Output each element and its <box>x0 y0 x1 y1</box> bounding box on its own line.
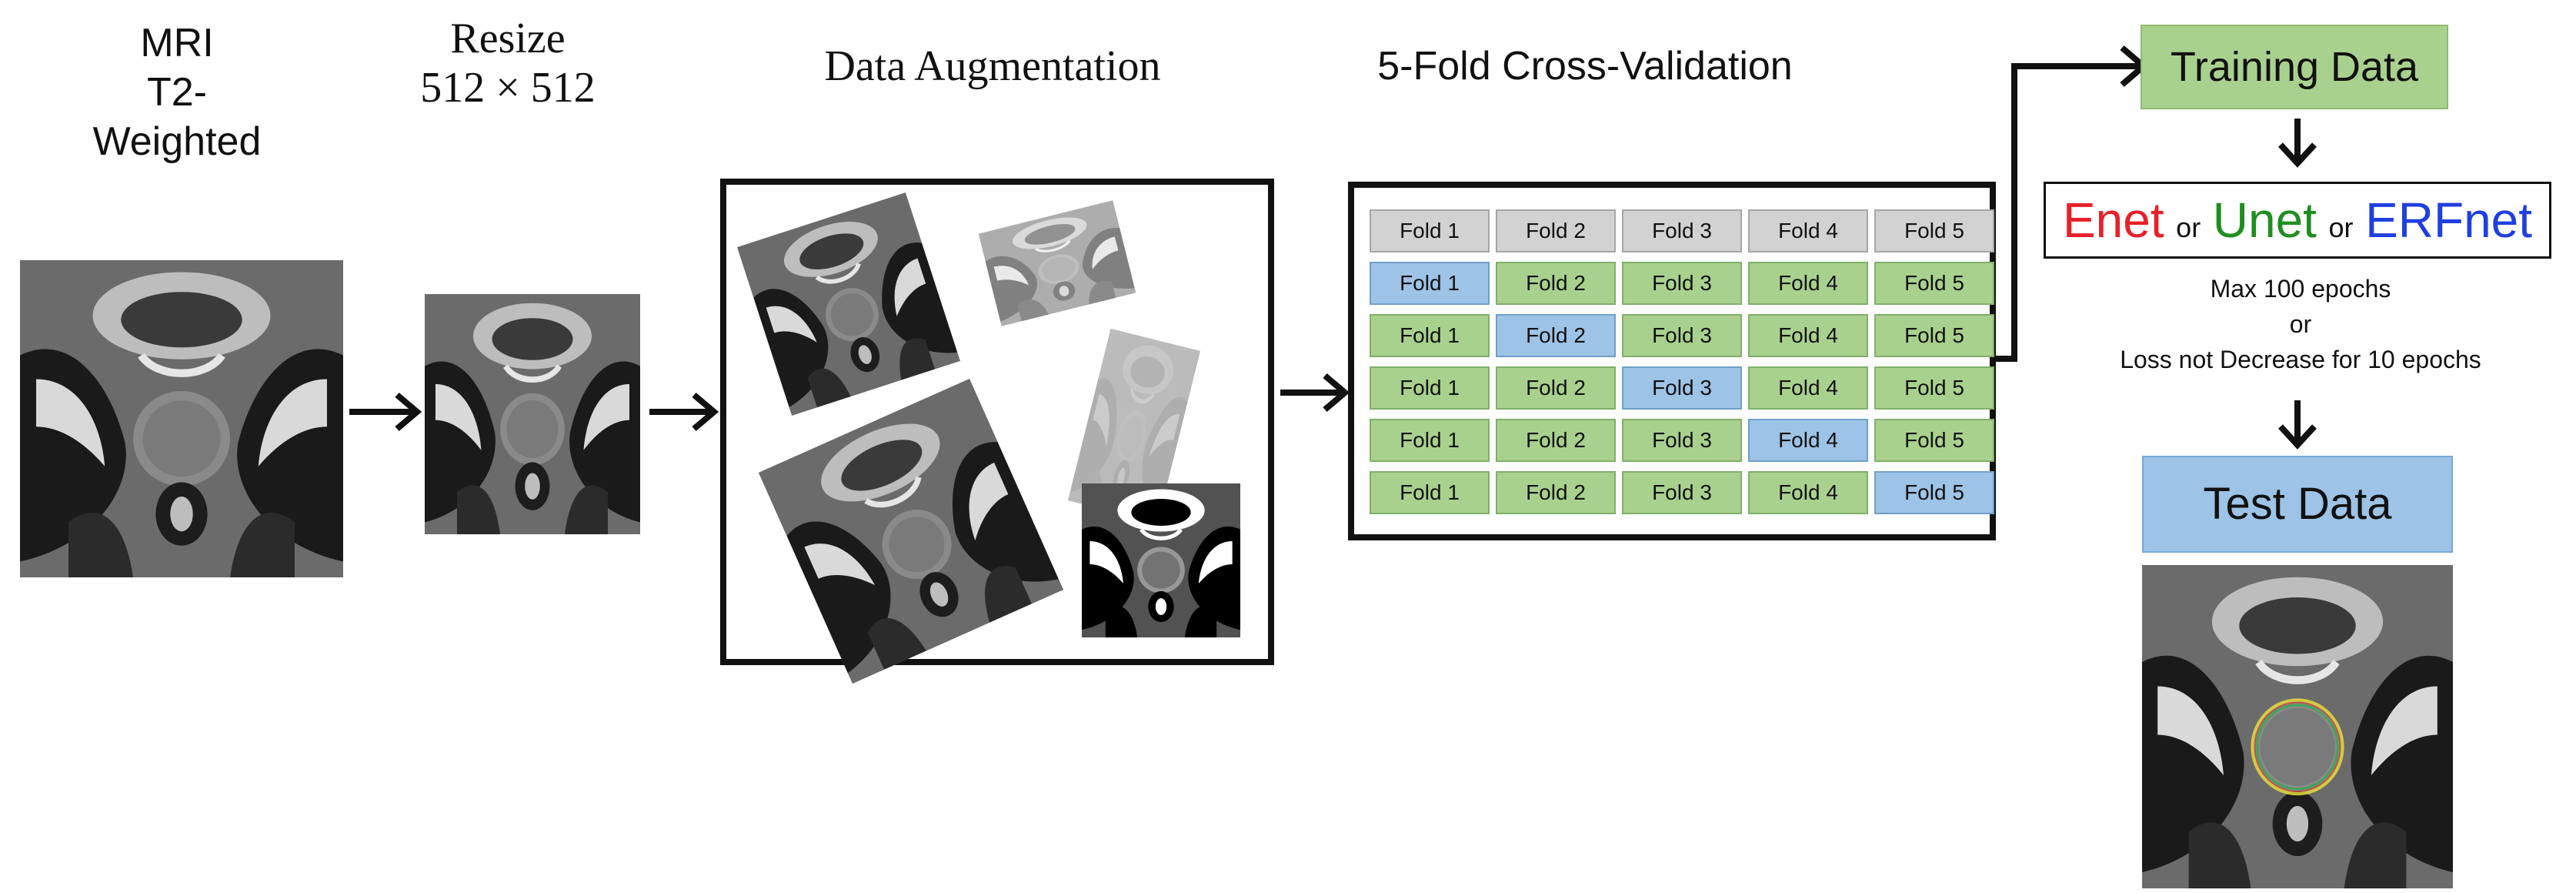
model-unet: Unet <box>2212 192 2317 248</box>
fold-training-cell: Fold 3 <box>1622 314 1742 357</box>
model-or: or <box>2328 212 2354 243</box>
fold-validation-cell: Fold 5 <box>1874 471 1994 514</box>
fold-training-cell: Fold 2 <box>1496 366 1616 410</box>
test-data-box: Test Data <box>2142 456 2453 553</box>
augmented-brightness-image <box>978 200 1136 326</box>
fold-training-cell: Fold 1 <box>1370 366 1490 410</box>
arrow-right-icon <box>649 392 719 432</box>
resized-mri-image <box>425 294 640 534</box>
fold-training-cell: Fold 3 <box>1622 471 1742 514</box>
fold-training-cell: Fold 2 <box>1496 419 1616 462</box>
fold-header-cell: Fold 3 <box>1622 209 1742 253</box>
augmented-scaled-image <box>758 378 1064 684</box>
fold-training-cell: Fold 1 <box>1370 419 1490 462</box>
stopping-criteria: Max 100 epochs or Loss not Decrease for … <box>2031 271 2570 377</box>
augmentation-frame <box>720 179 1274 684</box>
fold-training-cell: Fold 3 <box>1622 262 1742 305</box>
stopping-line3: Loss not Decrease for 10 epochs <box>2120 346 2481 373</box>
augmented-noise-image <box>1067 328 1201 523</box>
arrow-down-icon <box>2278 400 2317 450</box>
fold-header-cell: Fold 2 <box>1496 209 1616 253</box>
resize-title: Resize 512 × 512 <box>385 14 631 112</box>
augmented-contrast-image <box>1082 483 1240 637</box>
original-mri-image <box>20 260 343 577</box>
fold-training-cell: Fold 5 <box>1874 419 1994 462</box>
fold-training-cell: Fold 4 <box>1748 471 1868 514</box>
fold-validation-cell: Fold 1 <box>1370 262 1490 305</box>
cross-validation-title: 5-Fold Cross-Validation <box>1377 44 1793 89</box>
augmented-rotated-image <box>737 192 960 416</box>
segmentation-result-image <box>2142 565 2453 888</box>
fold-training-cell: Fold 5 <box>1874 314 1994 357</box>
model-erfnet: ERFnet <box>2365 192 2533 248</box>
arrow-right-icon <box>349 392 422 432</box>
arrow-down-icon <box>2278 119 2317 168</box>
fold-training-cell: Fold 5 <box>1874 366 1994 410</box>
fold-validation-cell: Fold 2 <box>1496 314 1616 357</box>
mri-title: MRI T2-Weighted <box>85 18 269 166</box>
fold-header-cell: Fold 1 <box>1370 209 1490 253</box>
resize-title-line1: Resize <box>450 15 566 62</box>
fold-validation-cell: Fold 3 <box>1622 366 1742 410</box>
stopping-line2: or <box>2289 310 2312 338</box>
fold-training-cell: Fold 4 <box>1748 262 1868 305</box>
training-data-box: Training Data <box>2141 25 2448 109</box>
augmentation-title: Data Augmentation <box>824 42 1161 90</box>
fold-training-cell: Fold 2 <box>1496 471 1616 514</box>
fold-training-cell: Fold 4 <box>1748 366 1868 410</box>
resize-title-line2: 512 × 512 <box>420 64 596 112</box>
models-box: Enet or Unet or ERFnet <box>2044 182 2551 259</box>
fold-validation-cell: Fold 4 <box>1748 419 1868 462</box>
fold-training-cell: Fold 5 <box>1874 262 1994 305</box>
fold-header-cell: Fold 4 <box>1748 209 1868 253</box>
model-or: or <box>2176 212 2201 243</box>
model-enet: Enet <box>2062 192 2164 248</box>
fold-training-cell: Fold 4 <box>1748 314 1868 357</box>
arrow-right-icon <box>1280 373 1350 413</box>
fold-header-cell: Fold 5 <box>1874 209 1994 253</box>
stopping-line1: Max 100 epochs <box>2210 275 2391 303</box>
fold-training-cell: Fold 1 <box>1370 471 1490 514</box>
fold-training-cell: Fold 3 <box>1622 419 1742 462</box>
mri-title-line1: MRI <box>140 21 214 65</box>
mri-title-line2: T2-Weighted <box>92 70 262 164</box>
fold-training-cell: Fold 2 <box>1496 262 1616 305</box>
fold-training-cell: Fold 1 <box>1370 314 1490 357</box>
